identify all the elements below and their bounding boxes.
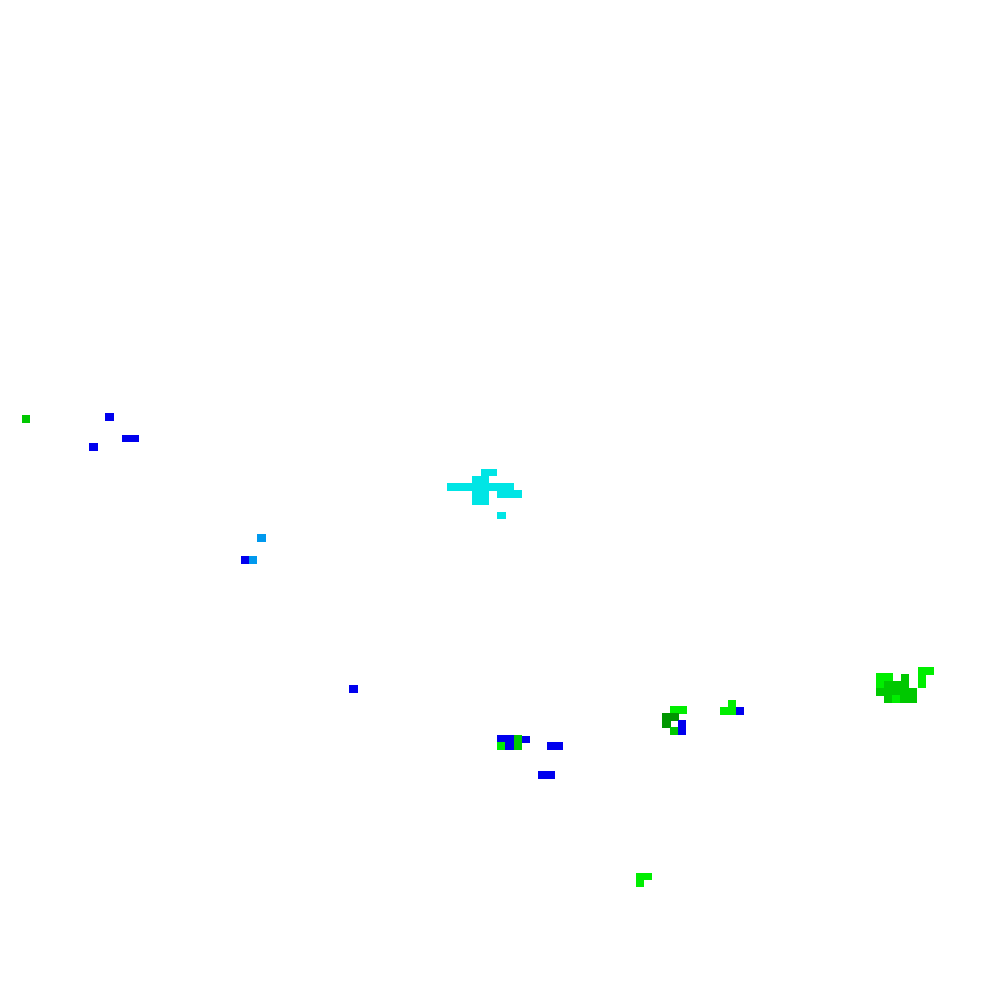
south-blue-group-cell-3 (497, 742, 505, 750)
central-cyan-patch-cell-2 (472, 476, 489, 484)
far-east-green-patch-cell-10 (900, 695, 917, 703)
east-green-mixed-cell-7 (720, 707, 736, 715)
far-east-green-patch-cell-6 (884, 681, 909, 689)
central-cyan-patch-cell-1 (481, 469, 497, 476)
west-blue-dots-cell-1 (105, 413, 114, 421)
south-blue-group-cell-5 (522, 736, 530, 743)
light-blue-pair-cell-3 (249, 556, 257, 564)
east-green-mixed-cell-6 (728, 700, 736, 708)
south-blue-group-cell-2 (505, 742, 514, 750)
map-cells (22, 413, 934, 887)
far-east-green-patch-cell-8 (884, 695, 893, 703)
far-east-green-patch-cell-2 (918, 674, 926, 688)
single-blue-dot-cell-1 (349, 685, 358, 693)
far-east-green-patch-cell-5 (901, 674, 909, 682)
south-green-dot-cell-2 (636, 880, 644, 887)
south-blue-group-cell-6 (547, 742, 563, 750)
south-blue-group-cell-1 (497, 735, 514, 742)
east-green-mixed-cell-5 (678, 720, 686, 735)
far-east-green-patch-cell-7 (876, 688, 917, 696)
south-green-dot-cell-1 (636, 873, 652, 880)
east-green-mixed-cell-3 (662, 720, 671, 728)
far-east-green-patch-cell-3 (876, 673, 893, 681)
central-cyan-patch-cell-3 (447, 483, 514, 491)
east-green-mixed-cell-1 (670, 706, 687, 714)
far-east-green-patch-cell-1 (918, 667, 934, 675)
west-green-dot-cell-1 (22, 415, 30, 423)
east-green-mixed-cell-2 (662, 713, 679, 721)
east-green-mixed-cell-8 (736, 707, 744, 715)
light-blue-pair-cell-2 (241, 556, 249, 564)
central-cyan-patch-cell-6 (472, 497, 489, 505)
light-blue-pair-cell-1 (257, 534, 266, 542)
central-cyan-patch-cell-4 (472, 490, 489, 498)
south-blue-group-cell-7 (538, 771, 555, 779)
central-cyan-patch-cell-7 (497, 512, 506, 519)
east-green-mixed-cell-4 (670, 727, 678, 735)
west-blue-dots-cell-2 (122, 435, 139, 442)
south-blue-group-cell-4 (514, 735, 522, 750)
far-east-green-patch-cell-4 (876, 680, 885, 688)
central-cyan-patch-cell-5 (497, 490, 522, 498)
far-east-green-patch-cell-9 (892, 695, 900, 703)
west-blue-dots-cell-3 (89, 443, 98, 451)
